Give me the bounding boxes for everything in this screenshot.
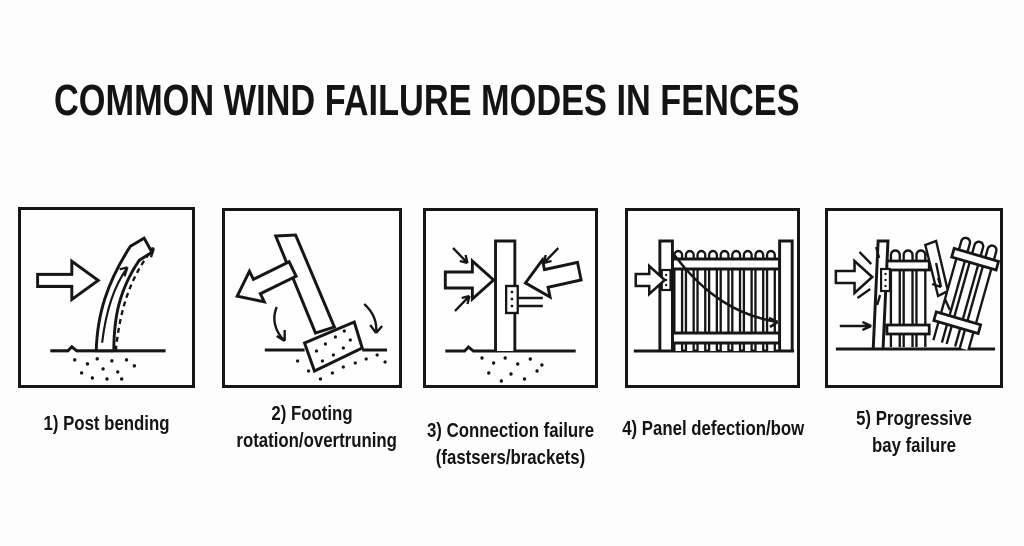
caption-line: 4) Panel defection/bow — [622, 418, 805, 440]
right-post — [778, 239, 794, 353]
detached-rails — [518, 296, 543, 308]
bent-post — [94, 236, 154, 353]
caption-progressive-bay-failure: 5) Progressive bay failure — [839, 406, 989, 460]
small-arrow-bottom-left — [454, 294, 471, 312]
fall-motion-arrow — [931, 262, 951, 311]
wind-arrow-icon — [235, 259, 299, 304]
fastener-dots — [510, 290, 514, 308]
bend-motion-arrowhead — [119, 266, 129, 277]
panel-post-bending — [18, 207, 195, 388]
fastener-dots — [884, 272, 887, 288]
wind-arrow-right-icon — [523, 256, 583, 300]
top-rail — [670, 257, 782, 271]
caption-line: bay failure — [871, 435, 957, 457]
panel-footing-rotation — [222, 208, 402, 388]
overturning-footing-with-wind-arrow-illustration — [235, 233, 388, 381]
fence-panel-with-bow-curve-illustration — [633, 239, 795, 353]
post-bracket-with-converging-arrows-illustration — [443, 239, 583, 383]
bottom-rail — [670, 331, 782, 345]
wind-arrow-icon — [634, 263, 667, 297]
left-post — [658, 239, 674, 353]
caption-line: rotation/overtruning — [236, 430, 397, 452]
soil-dots — [73, 357, 137, 381]
falling-bay — [932, 236, 1000, 351]
concrete-dots — [314, 329, 352, 363]
wind-arrow-left-icon — [443, 257, 496, 303]
caption-line: (fastsers/brackets) — [435, 447, 586, 469]
push-arrow — [839, 320, 872, 332]
rotation-arrow-right — [363, 303, 384, 334]
bend-motion-curve — [101, 266, 129, 343]
caption-line: 5) Progressive — [856, 408, 972, 430]
caption-connection-failure: 3) Connection failure (fastsers/brackets… — [420, 418, 601, 472]
deflection-dashed-curve — [114, 250, 152, 351]
panel-connection-failure — [423, 208, 598, 388]
footing-block — [302, 319, 365, 374]
small-arrow-top-left — [452, 247, 469, 265]
caption-footing-rotation: 2) Footing rotation/overtruning — [236, 401, 397, 455]
diagram-title: COMMON WIND FAILURE MODES IN FENCES — [54, 76, 800, 125]
bow-curve — [673, 254, 778, 324]
caption-line: 3) Connection failure — [426, 420, 595, 442]
tilted-post — [273, 233, 337, 335]
collapsing-fence-bays-illustration — [834, 236, 1000, 351]
wind-arrow-icon — [834, 258, 875, 296]
small-arrow-top-right — [542, 247, 560, 265]
caption-line: 1) Post bending — [43, 413, 170, 435]
soil-dots — [480, 356, 544, 383]
caption-line: 2) Footing — [271, 403, 353, 425]
impact-burst-lines — [856, 246, 882, 306]
upright-bay — [885, 249, 931, 347]
panel-panel-deflection — [625, 208, 800, 388]
bent-post-with-wind-arrow-illustration — [36, 236, 166, 381]
caption-post-bending: 1) Post bending — [32, 411, 181, 438]
bow-arrowhead — [768, 316, 779, 329]
soil-dots — [295, 353, 387, 381]
rotation-arrow-left — [273, 306, 286, 343]
panel-progressive-bay-failure — [825, 208, 1003, 388]
wind-arrow-icon — [36, 258, 101, 303]
caption-panel-deflection: 4) Panel defection/bow — [622, 416, 805, 443]
